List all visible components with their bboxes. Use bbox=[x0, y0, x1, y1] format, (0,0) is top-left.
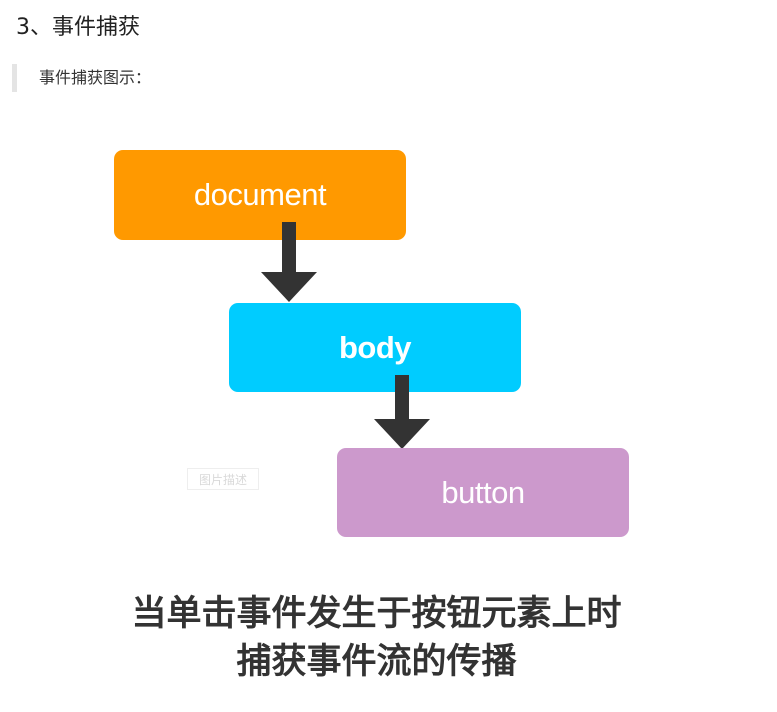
blockquote-text: 事件捕获图示： bbox=[39, 68, 152, 87]
body-box: body bbox=[229, 303, 521, 392]
button-box-label: button bbox=[441, 474, 525, 510]
figure-caption-line-2: 捕获事件流的传播 bbox=[236, 642, 517, 682]
button-box: button bbox=[337, 448, 629, 537]
document-box: document bbox=[114, 150, 406, 240]
document-box-label: document bbox=[193, 177, 327, 212]
body-box-label: body bbox=[338, 329, 412, 365]
section-heading: 3、事件捕获 bbox=[16, 15, 140, 40]
blockquote: 事件捕获图示： bbox=[12, 64, 151, 92]
down-arrow-icon bbox=[374, 375, 430, 449]
figure-caption-line-1: 当单击事件发生于按钮元素上时 bbox=[131, 594, 622, 634]
down-arrow-icon bbox=[261, 222, 317, 302]
image-alt-text: 图片描述 bbox=[187, 468, 259, 490]
